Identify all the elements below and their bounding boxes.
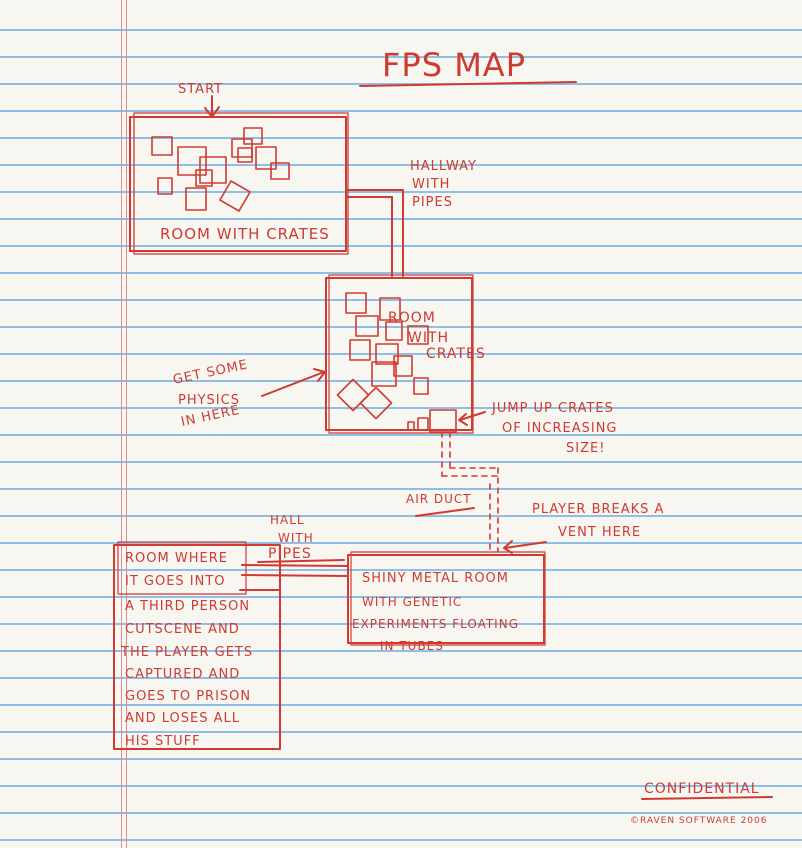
cutscene-line5: THE PLAYER GETS (120, 645, 253, 660)
confidential-underline (641, 796, 773, 800)
vent-arrow-icon (503, 540, 547, 554)
metal-line2: WITH GENETIC (362, 595, 462, 609)
shiny-metal-room (347, 551, 546, 646)
air-duct-underline (415, 507, 475, 517)
room-with-crates-1: ROOM WITH CRATES (129, 112, 349, 255)
start-arrow-icon (204, 95, 220, 118)
metal-line1: SHINY METAL ROOM (362, 571, 509, 586)
room1-label: ROOM WITH CRATES (160, 225, 330, 243)
hallway-with-pipes-1 (345, 189, 404, 277)
hall2-label-underline (257, 559, 345, 563)
margin-line-left (121, 0, 122, 848)
jump-line3: SIZE! (566, 441, 605, 456)
map-title: FPS MAP (382, 46, 526, 84)
hallway1-line3: PIPES (412, 195, 453, 210)
room-with-crates-2 (325, 274, 474, 434)
metal-line3: EXPERIMENTS FLOATING (352, 617, 519, 631)
room2-line2: WITH (408, 330, 449, 346)
cutscene-line4: CUTSCENE AND (125, 622, 240, 637)
hall2-line3: PIPES (268, 546, 312, 562)
physics-line2: PHYSICS (178, 393, 240, 408)
title-underline (359, 81, 577, 87)
vent-line1: PLAYER BREAKS A (532, 502, 664, 517)
crates-group-2 (336, 292, 457, 433)
air-duct-label: AIR DUCT (406, 492, 472, 506)
copyright-label: ©RAVEN SOFTWARE 2006 (630, 816, 768, 826)
cutscene-line2: IT GOES INTO (125, 574, 226, 589)
jump-line1: JUMP UP CRATES (491, 401, 614, 416)
start-label: START (178, 82, 223, 97)
jump-line2: OF INCREASING (502, 421, 618, 436)
air-duct (441, 431, 499, 553)
crates-group-1 (151, 127, 290, 212)
hall2-line2: WITH (278, 531, 314, 545)
cutscene-room (113, 541, 281, 750)
cutscene-line6: CAPTURED AND (125, 667, 240, 682)
hall-with-pipes-2 (241, 564, 349, 577)
hallway1-line1: HALLWAY (410, 159, 477, 174)
metal-line4: IN TUBES (380, 639, 444, 653)
jump-arrow-icon (458, 411, 486, 426)
cutscene-line8: AND LOSES ALL (125, 711, 240, 726)
cutscene-line7: GOES TO PRISON (125, 689, 251, 704)
hallway1-line2: WITH (412, 177, 450, 192)
cutscene-line3: A THIRD PERSON (125, 599, 250, 614)
vent-line2: VENT HERE (558, 525, 641, 540)
room2-line1: ROOM (388, 310, 436, 326)
margin-line-right (126, 0, 127, 848)
confidential-label: CONFIDENTIAL (644, 781, 760, 797)
hall2-line1: HALL (270, 513, 305, 527)
room2-line3: CRATES (426, 346, 486, 362)
cutscene-line1: ROOM WHERE (125, 551, 228, 566)
physics-line1: GET SOME (172, 357, 250, 388)
cutscene-line9: HIS STUFF (125, 734, 201, 749)
physics-arrow-icon (261, 368, 326, 397)
